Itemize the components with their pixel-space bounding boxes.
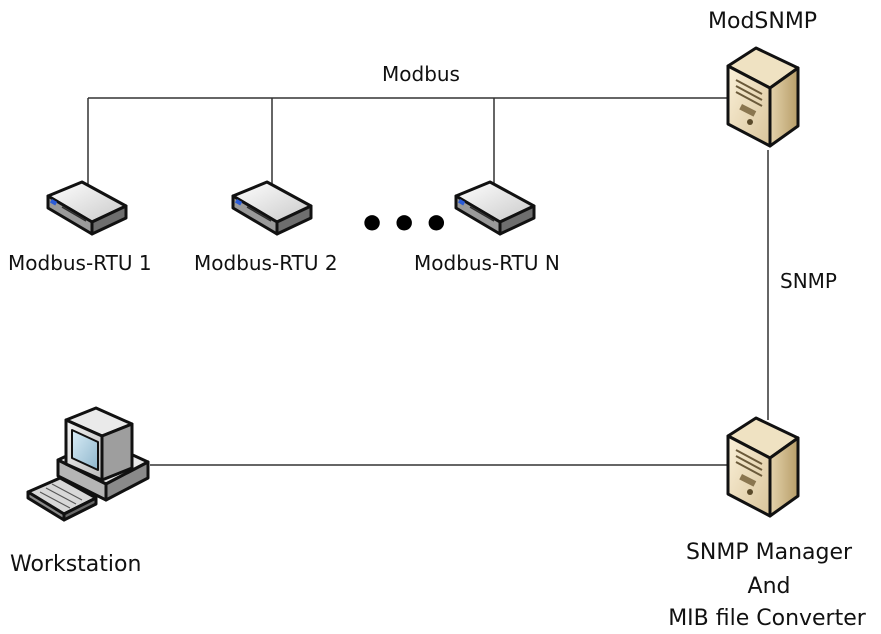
rtu-device-icon <box>231 180 313 236</box>
rtu-label: Modbus-RTU N <box>414 251 560 275</box>
manager-label-line3: MIB file Converter <box>668 606 866 631</box>
modbus-bus-label: Modbus <box>382 62 460 86</box>
workstation-icon <box>26 406 150 522</box>
manager-server-icon <box>726 416 800 518</box>
rtu-label: Modbus-RTU 2 <box>194 251 338 275</box>
snmp-link-label: SNMP <box>780 269 837 293</box>
modbus-bus-line <box>87 97 730 200</box>
more-rtus-ellipsis: ••• <box>358 199 455 250</box>
manager-label-line1: SNMP Manager <box>685 540 853 565</box>
rtu-label: Modbus-RTU 1 <box>8 251 152 275</box>
modsnmp-server-icon <box>726 46 800 148</box>
modsnmp-label: ModSNMP <box>708 9 818 34</box>
manager-label-line2: And <box>747 574 791 599</box>
rtu-device-icon <box>454 180 536 236</box>
workstation-label: Workstation <box>10 552 142 577</box>
rtu-device-icon <box>46 180 128 236</box>
